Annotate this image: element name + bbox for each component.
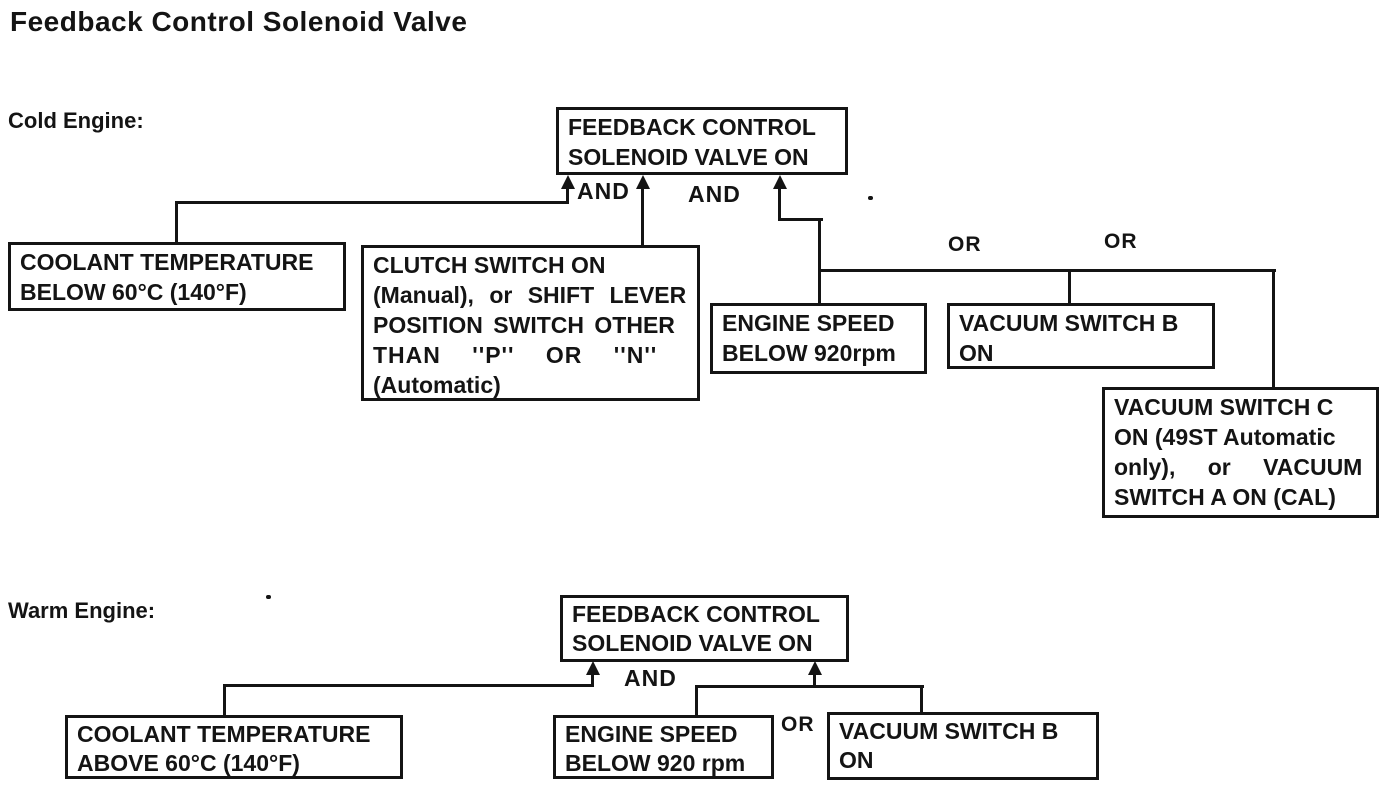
connector-line [223,684,594,687]
arrow-up-icon [773,175,787,189]
node-text-line: THAN ''P'' OR ''N'' [373,342,658,368]
node-text-line: ENGINE SPEED [722,310,895,336]
node-cold-feedback-result: FEEDBACK CONTROL SOLENOID VALVE ON [556,107,848,175]
node-text-line: POSITION SWITCH OTHER [373,312,675,338]
node-text-line: only), or VACUUM [1114,454,1363,480]
operator-or: OR [1104,230,1138,253]
section-label-cold: Cold Engine: [8,108,144,133]
node-text-line: ABOVE 60°C (140°F) [77,750,300,776]
connector-line [695,685,698,715]
operator-and: AND [624,665,677,691]
connector-line [1272,269,1275,387]
node-text-line: COOLANT TEMPERATURE [77,721,371,747]
node-text-line: SOLENOID VALVE ON [568,144,809,170]
connector-line [175,201,568,204]
node-text-line: FEEDBACK CONTROL [572,601,820,627]
arrow-up-icon [636,175,650,189]
arrow-up-icon [586,661,600,675]
connector-line [778,218,823,221]
connector-line [591,671,594,687]
node-text-line: SWITCH A ON (CAL) [1114,484,1336,510]
node-text-line: BELOW 920rpm [722,340,896,366]
node-text-line: BELOW 60°C (140°F) [20,279,247,305]
node-warm-coolant-temperature: COOLANT TEMPERATURE ABOVE 60°C (140°F) [65,715,403,779]
node-text-line: CLUTCH SWITCH ON [373,252,606,278]
arrow-up-icon [561,175,575,189]
arrow-up-icon [808,661,822,675]
connector-line [175,201,178,242]
connector-line [818,269,1276,272]
node-text-line: BELOW 920 rpm [565,750,746,776]
connector-line [1068,269,1071,303]
node-text-line: (Manual), or SHIFT LEVER [373,282,687,308]
node-text-line: ON (49ST Automatic [1114,424,1336,450]
operator-and: AND [688,181,741,207]
operator-or: OR [781,713,815,736]
node-text-line: (Automatic) [373,372,501,398]
node-text-line: VACUUM SWITCH B [959,310,1179,336]
node-text-line: VACUUM SWITCH C [1114,394,1334,420]
node-text-line: ENGINE SPEED [565,721,738,747]
node-warm-feedback-result: FEEDBACK CONTROL SOLENOID VALVE ON [560,595,849,662]
node-text-line: VACUUM SWITCH B [839,718,1059,744]
scan-speck [266,595,271,599]
node-cold-coolant-temperature: COOLANT TEMPERATURE BELOW 60°C (140°F) [8,242,346,311]
node-cold-vacuum-switch-b: VACUUM SWITCH B ON [947,303,1215,369]
node-text-line: SOLENOID VALVE ON [572,630,813,656]
node-cold-vacuum-switch-c: VACUUM SWITCH C ON (49ST Automatic only)… [1102,387,1379,518]
diagram-title: Feedback Control Solenoid Valve [10,6,468,37]
connector-line [778,184,781,221]
node-cold-clutch-switch: CLUTCH SWITCH ON (Manual), or SHIFT LEVE… [361,245,700,401]
connector-line [566,184,569,204]
connector-line [818,218,821,303]
operator-or: OR [948,233,982,256]
node-warm-engine-speed: ENGINE SPEED BELOW 920 rpm [553,715,774,779]
node-warm-vacuum-switch-b: VACUUM SWITCH B ON [827,712,1099,780]
section-label-warm: Warm Engine: [8,598,156,623]
node-text-line: ON [839,747,874,773]
connector-line [920,685,923,712]
node-cold-engine-speed: ENGINE SPEED BELOW 920rpm [710,303,927,374]
node-text-line: COOLANT TEMPERATURE [20,249,314,275]
connector-line [223,684,226,715]
connector-line [695,685,924,688]
scan-speck [868,196,873,200]
connector-line [641,184,644,245]
operator-and: AND [577,178,630,204]
connector-line [813,671,816,688]
node-text-line: FEEDBACK CONTROL [568,114,816,140]
node-text-line: ON [959,340,994,366]
